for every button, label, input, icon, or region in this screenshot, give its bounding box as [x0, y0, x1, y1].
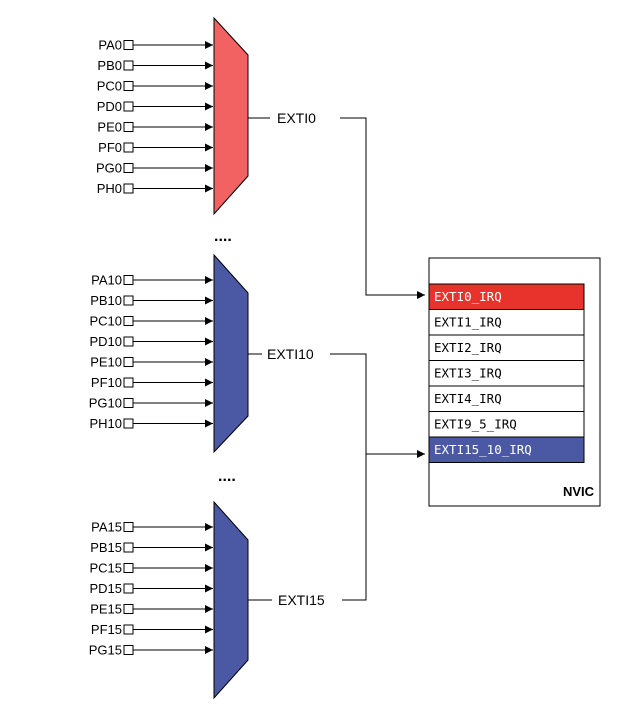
ellipsis-1: .... [214, 228, 232, 245]
pin-box [123, 542, 134, 553]
pin-label-pd10: PD10 [89, 334, 122, 349]
pin-label-pd0: PD0 [97, 99, 122, 114]
pin-box [123, 336, 134, 347]
pin-label-pc15: PC15 [89, 561, 122, 576]
pin-label-pb10: PB10 [90, 293, 122, 308]
irq-row-exti15_10_irq [428, 436, 585, 463]
pin-box [123, 81, 134, 91]
nvic-block: EXTI0_IRQ EXTI1_IRQ EXTI2_IRQ EXTI3_IRQ EXTI… [428, 257, 601, 507]
irq-label-exti1_irq: EXTI1_IRQ [434, 315, 502, 330]
pin-box [123, 563, 134, 573]
pin-box [123, 377, 134, 388]
pin-box [123, 295, 134, 306]
mux-exti10 [213, 253, 249, 454]
irq-row-exti2_irq [428, 334, 585, 361]
pin-box [123, 645, 134, 655]
output-label-exti10: EXTI10 [267, 346, 314, 362]
pin-label-pa0: PA0 [98, 38, 122, 53]
nvic-title: NVIC [563, 484, 595, 499]
pin-label-pb15: PB15 [90, 540, 122, 555]
pin-label-pc0: PC0 [97, 79, 122, 94]
pin-box [123, 183, 134, 194]
pin-box [123, 316, 134, 326]
irq-row-exti0_irq [428, 283, 585, 310]
pin-label-pf10: PF10 [91, 375, 122, 390]
irq-label-exti3_irq: EXTI3_IRQ [434, 366, 502, 381]
pin-label-pe10: PE10 [90, 355, 122, 370]
pin-label-pd15: PD15 [89, 581, 122, 596]
irq-row-exti3_irq [428, 360, 585, 387]
mux-exti15 [213, 500, 249, 700]
irq-label-exti15_10_irq: EXTI15_10_IRQ [434, 442, 532, 457]
mux-exti0 [213, 16, 249, 216]
pin-label-pa15: PA15 [91, 520, 122, 535]
pin-box [123, 163, 134, 173]
ellipsis-2: .... [218, 468, 236, 485]
pin-box [123, 583, 134, 594]
pin-box [123, 357, 134, 367]
pin-label-ph0: PH0 [97, 181, 122, 196]
pin-label-pg0: PG0 [96, 161, 122, 176]
pin-label-pf15: PF15 [91, 622, 122, 637]
pin-box [123, 40, 134, 50]
irq-label-exti4_irq: EXTI4_IRQ [434, 391, 502, 406]
pin-label-pf0: PF0 [98, 140, 122, 155]
pin-box [123, 522, 134, 532]
pin-box [123, 275, 134, 285]
pin-box [123, 418, 134, 429]
pin-box [123, 604, 134, 614]
pin-label-pg10: PG10 [89, 396, 122, 411]
pin-box [123, 398, 134, 408]
route-exti0 [340, 117, 425, 299]
pin-label-pe15: PE15 [90, 602, 122, 617]
irq-label-exti0_irq: EXTI0_IRQ [434, 289, 502, 304]
output-label-exti0: EXTI0 [277, 110, 316, 126]
pin-label-pc10: PC10 [89, 314, 122, 329]
pin-box [123, 60, 134, 71]
output-label-exti15: EXTI15 [278, 592, 325, 608]
pin-label-pg15: PG15 [89, 643, 122, 658]
pin-label-pe0: PE0 [97, 120, 122, 135]
irq-row-exti4_irq [428, 385, 585, 412]
irq-label-exti2_irq: EXTI2_IRQ [434, 340, 502, 355]
pin-box [123, 101, 134, 112]
pin-label-pa10: PA10 [91, 273, 122, 288]
pin-label-ph10: PH10 [89, 416, 122, 431]
irq-row-exti9_5_irq [428, 411, 585, 438]
pin-label-pb0: PB0 [97, 58, 122, 73]
irq-row-exti1_irq [428, 309, 585, 336]
irq-label-exti9_5_irq: EXTI9_5_IRQ [434, 417, 517, 432]
pin-box [123, 624, 134, 635]
pin-box [123, 142, 134, 153]
pin-box [123, 122, 134, 132]
route-exti10 [330, 353, 367, 601]
